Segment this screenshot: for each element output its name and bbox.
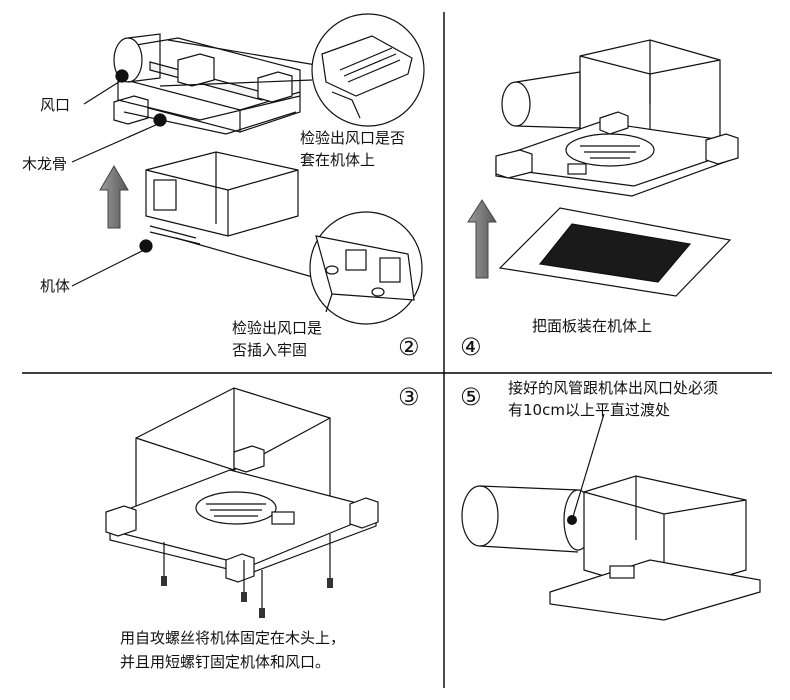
panel3-artwork	[105, 387, 379, 612]
panel5-outlet-dot	[567, 515, 577, 525]
note-insert-line2: 否插入牢固	[232, 341, 308, 359]
note-panel5-line1: 接好的风管跟机体出风口处必须	[508, 379, 719, 397]
step-number-3: ③	[398, 383, 420, 411]
note-panel3-line1: 用自攻螺丝将机体固定在木头上，	[120, 629, 346, 647]
note-insert-line1: 检验出风口是	[232, 319, 323, 337]
panel4-artwork	[495, 39, 739, 297]
note-sleeve-line1: 检验出风口是否	[300, 129, 406, 147]
label-wood-keel: 木龙骨	[22, 155, 68, 173]
panel2-artwork	[71, 13, 425, 325]
step-number-2: ②	[398, 333, 420, 361]
panel2-up-arrow	[99, 165, 129, 229]
note-sleeve-line2: 套在机体上	[300, 151, 376, 169]
step-number-5: ⑤	[460, 383, 482, 411]
panel3-screws	[161, 576, 333, 618]
note-panel4: 把面板装在机体上	[532, 317, 653, 335]
note-panel3-line2: 并且用短螺钉固定机体和风口。	[120, 653, 331, 671]
panel5-artwork	[461, 413, 761, 621]
label-air-outlet: 风口	[40, 96, 71, 114]
label-body: 机体	[40, 277, 71, 295]
panel4-up-arrow	[467, 199, 497, 279]
step-number-4: ④	[460, 333, 482, 361]
note-panel5-line2: 有10cm以上平直过渡处	[508, 401, 670, 419]
